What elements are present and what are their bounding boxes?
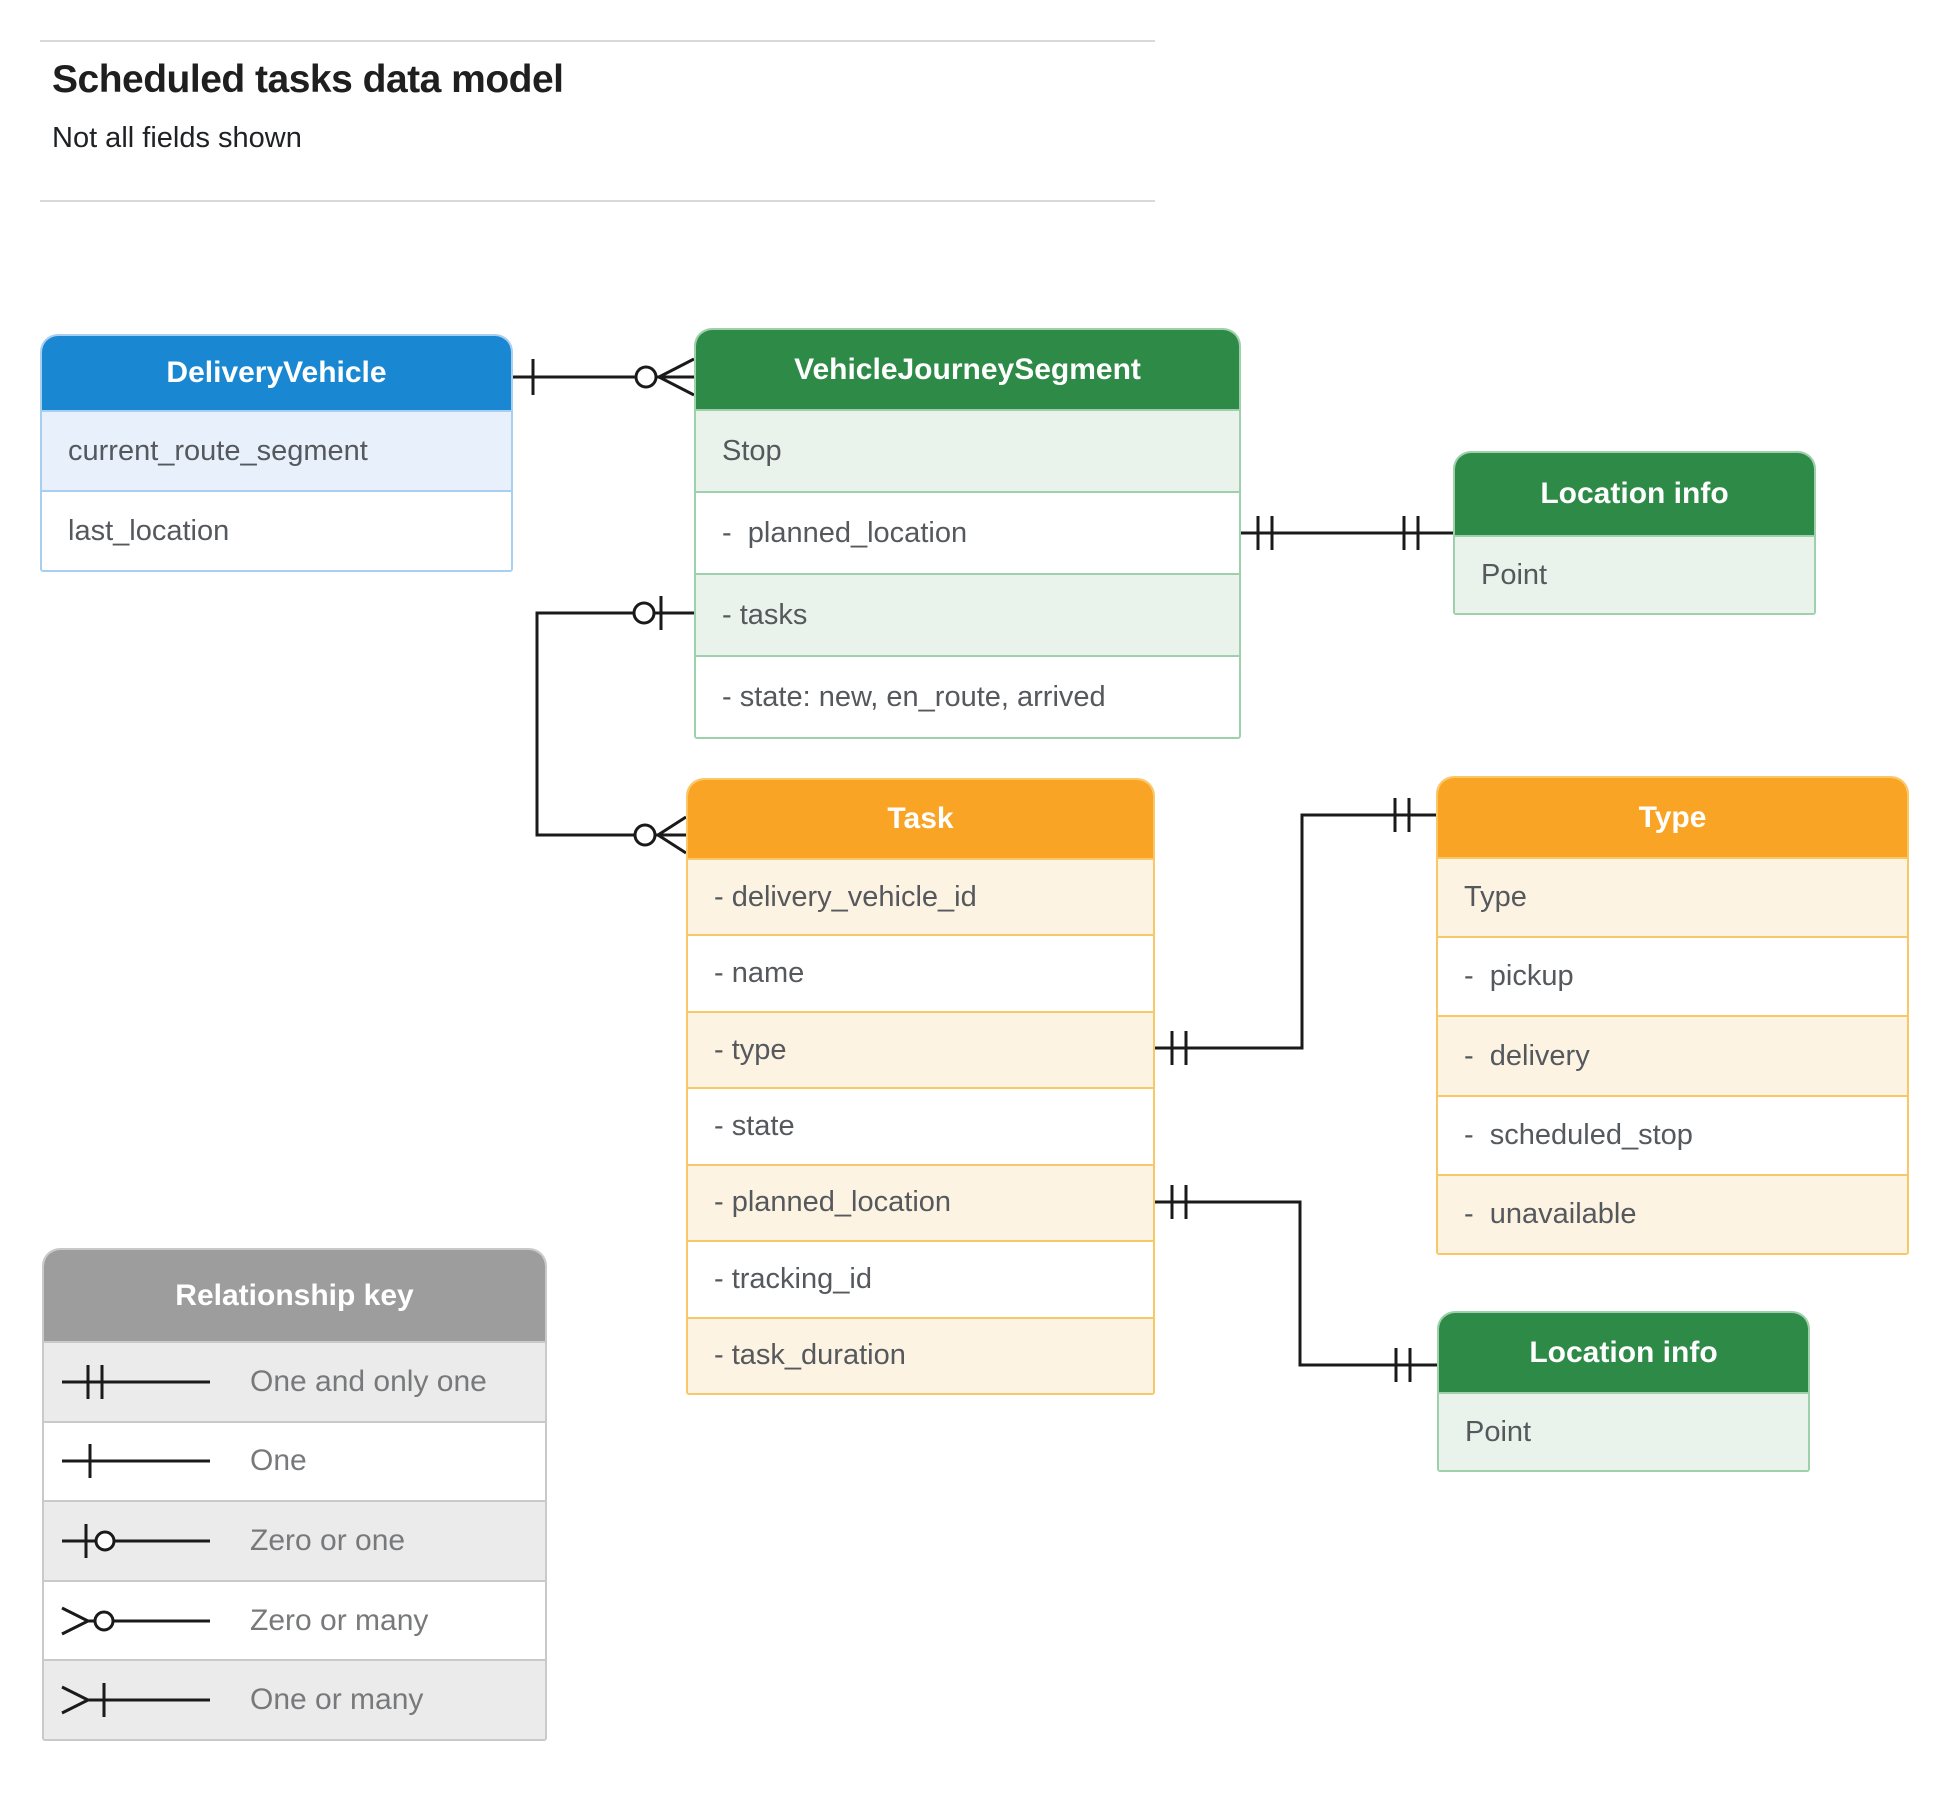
relationship-key: Relationship key One and only one One Ze…	[42, 1248, 547, 1741]
zero-circle-icon	[632, 601, 656, 625]
entity-header: Location info	[1439, 1313, 1808, 1392]
one-and-only-one-ticks-icon	[1256, 516, 1274, 550]
entity-location-info-bottom: Location info Point	[1437, 1311, 1810, 1472]
entity-row: current_route_segment	[42, 410, 511, 490]
legend-row: One or many	[44, 1659, 545, 1739]
legend-label: One or many	[250, 1683, 424, 1717]
entity-header: VehicleJourneySegment	[696, 330, 1239, 409]
zero-circle-icon	[634, 365, 658, 389]
one-and-only-one-icon	[62, 1364, 210, 1399]
entity-header: Type	[1438, 778, 1907, 857]
legend-row: Zero or many	[44, 1579, 545, 1660]
entity-row: - state: new, en_route, arrived	[696, 655, 1239, 737]
crows-foot-icon	[657, 815, 687, 855]
entity-row: - name	[688, 934, 1153, 1011]
legend-label: Zero or many	[250, 1603, 429, 1637]
entity-row: Type	[1438, 857, 1907, 937]
legend-row: One	[44, 1420, 545, 1501]
one-and-only-one-ticks-icon	[1170, 1185, 1188, 1219]
connector-plannedlocation-locationinfo-bottom	[1155, 1200, 1437, 1367]
entity-row: Point	[1455, 535, 1814, 613]
one-or-many-icon	[61, 1683, 210, 1718]
entity-row: - planned_location	[696, 491, 1239, 573]
entity-row: - task_duration	[688, 1316, 1153, 1393]
entity-row: Stop	[696, 409, 1239, 491]
entity-header: DeliveryVehicle	[42, 336, 511, 410]
entity-header: Task	[688, 780, 1153, 858]
entity-delivery-vehicle: DeliveryVehicle current_route_segment la…	[40, 334, 513, 572]
entity-row: - planned_location	[688, 1163, 1153, 1241]
entity-location-info-top: Location info Point	[1453, 451, 1816, 615]
page-title: Scheduled tasks data model	[52, 58, 564, 101]
connector-type-type	[1155, 813, 1436, 1050]
legend-label: One and only one	[250, 1364, 487, 1398]
one-and-only-one-ticks-icon	[1394, 1348, 1412, 1382]
page-subtitle: Not all fields shown	[52, 122, 302, 154]
entity-row: - unavailable	[1438, 1173, 1907, 1253]
one-and-only-one-ticks-icon	[1393, 798, 1411, 832]
entity-row: - scheduled_stop	[1438, 1094, 1907, 1174]
entity-type: Type Type - pickup - delivery - schedule…	[1436, 776, 1909, 1255]
connector-tasks-task	[535, 611, 694, 837]
entity-header: Location info	[1455, 453, 1814, 535]
entity-row: last_location	[42, 490, 511, 570]
crows-foot-icon	[658, 357, 695, 397]
entity-vehicle-journey-segment: VehicleJourneySegment Stop - planned_loc…	[694, 328, 1241, 739]
entity-row: - pickup	[1438, 936, 1907, 1016]
one-and-only-one-ticks-icon	[1402, 516, 1420, 550]
entity-row: - tasks	[696, 573, 1239, 655]
entity-row: Point	[1439, 1392, 1808, 1470]
zero-or-many-icon	[61, 1606, 210, 1635]
one-and-only-one-ticks-icon	[1170, 1031, 1188, 1065]
entity-row: - state	[688, 1087, 1153, 1164]
header-divider	[40, 200, 1155, 202]
legend-row: One and only one	[44, 1341, 545, 1421]
one-icon	[62, 1444, 210, 1479]
entity-row: - type	[688, 1010, 1153, 1088]
top-divider	[40, 40, 1155, 42]
entity-task: Task - delivery_vehicle_id - name - type…	[686, 778, 1155, 1395]
relationship-key-header: Relationship key	[44, 1250, 545, 1341]
legend-label: Zero or one	[250, 1523, 406, 1557]
zero-circle-icon	[633, 823, 657, 847]
entity-row: - tracking_id	[688, 1240, 1153, 1317]
entity-row: - delivery	[1438, 1015, 1907, 1095]
legend-label: One	[250, 1444, 307, 1478]
zero-or-one-icon	[62, 1523, 210, 1558]
legend-row: Zero or one	[44, 1500, 545, 1580]
entity-row: - delivery_vehicle_id	[688, 858, 1153, 935]
